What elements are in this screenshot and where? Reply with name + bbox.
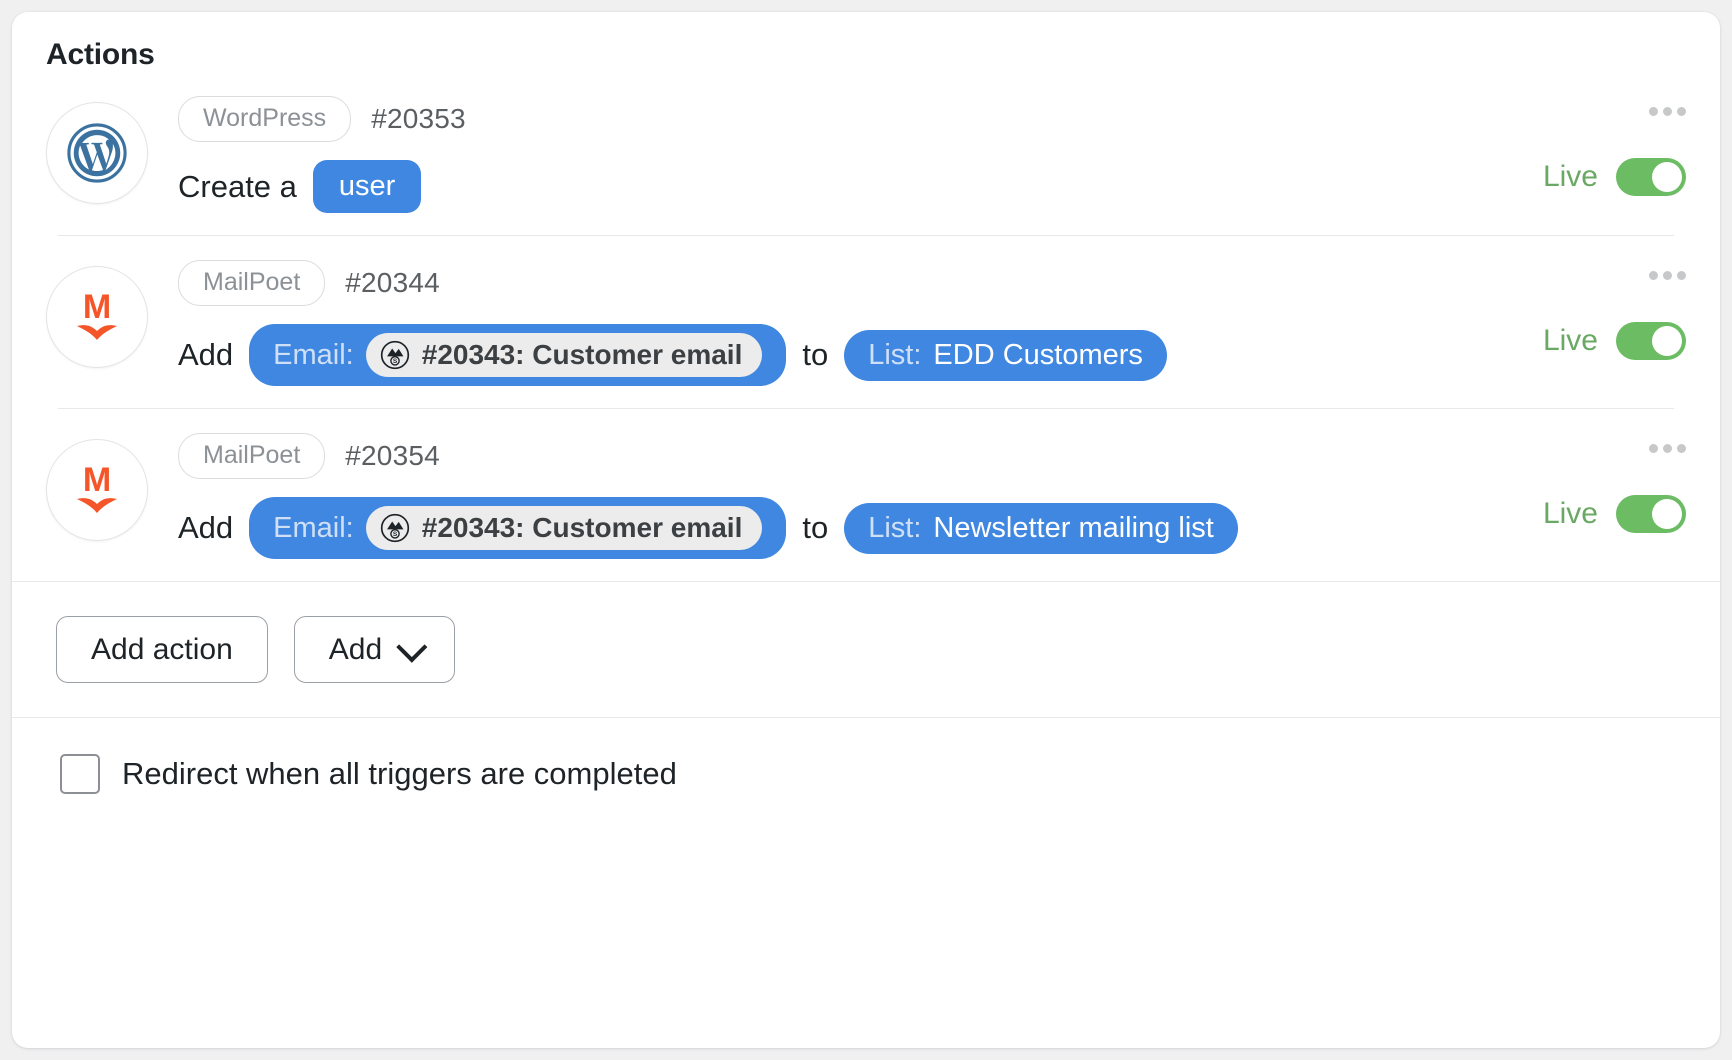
add-action-button[interactable]: Add action xyxy=(56,616,268,683)
svg-text:S: S xyxy=(393,531,398,538)
edd-icon: S xyxy=(380,340,409,370)
page-title: Actions xyxy=(46,38,155,71)
svg-text:S: S xyxy=(393,358,398,365)
action-body: MailPoet #20354 Add Email: xyxy=(178,431,1686,559)
chevron-down-icon xyxy=(396,631,428,663)
sentence-lead: Create a xyxy=(178,168,297,204)
live-toggle[interactable] xyxy=(1616,322,1686,360)
live-toggle[interactable] xyxy=(1616,158,1686,196)
app-tag[interactable]: MailPoet xyxy=(178,260,326,306)
token-email-chip[interactable]: S #20343: Customer email xyxy=(365,506,763,550)
more-options-icon[interactable] xyxy=(1649,258,1686,292)
token-user[interactable]: user xyxy=(312,160,422,213)
live-label: Live xyxy=(1542,160,1598,193)
avatar xyxy=(46,102,148,204)
toggle-knob xyxy=(1652,499,1682,529)
action-id: #20354 xyxy=(345,440,440,471)
token-list[interactable]: List: Newsletter mailing list xyxy=(844,502,1238,554)
redirect-checkbox[interactable] xyxy=(60,754,100,794)
token-list-value: EDD Customers xyxy=(933,338,1143,371)
sentence-connector: to xyxy=(802,510,829,545)
live-toggle-group: Live xyxy=(1543,495,1686,533)
add-dropdown-button[interactable]: Add xyxy=(293,616,456,683)
action-sentence: Add Email: S #20343: Customer ema xyxy=(178,324,1686,386)
toggle-knob xyxy=(1652,326,1682,356)
footer-divider-top xyxy=(12,581,1720,582)
token-email[interactable]: Email: S #20343: Customer email xyxy=(249,324,787,386)
footer-buttons: Add action Add xyxy=(12,582,1720,717)
token-email-label: Email: xyxy=(273,338,354,371)
app-tag[interactable]: MailPoet xyxy=(178,433,326,479)
edd-icon: S xyxy=(380,513,409,543)
more-options-icon[interactable] xyxy=(1649,94,1686,128)
redirect-checkbox-row[interactable]: Redirect when all triggers are completed xyxy=(12,718,1720,794)
sentence-lead: Add xyxy=(178,337,234,372)
token-list[interactable]: List: EDD Customers xyxy=(844,329,1167,381)
wordpress-icon xyxy=(67,123,127,183)
action-sentence: Add Email: S #20343: Customer ema xyxy=(178,497,1686,559)
token-email-chip[interactable]: S #20343: Customer email xyxy=(365,333,763,377)
toggle-knob xyxy=(1652,162,1682,192)
avatar: M xyxy=(46,439,148,541)
row-divider xyxy=(58,235,1674,236)
token-email-chip-text: #20343: Customer email xyxy=(421,512,743,543)
live-label: Live xyxy=(1542,497,1598,530)
action-body: MailPoet #20344 Add Email: xyxy=(178,258,1686,386)
token-email-chip-text: #20343: Customer email xyxy=(421,339,743,370)
footer-divider-bottom xyxy=(12,717,1720,718)
action-row[interactable]: M MailPoet #20354 Add Email: xyxy=(12,409,1720,581)
action-row[interactable]: WordPress #20353 Create a user Live xyxy=(12,72,1720,235)
action-row[interactable]: M MailPoet #20344 Add Email: xyxy=(12,236,1720,408)
more-options-icon[interactable] xyxy=(1649,431,1686,465)
live-toggle-group: Live xyxy=(1543,158,1686,196)
token-list-label: List: xyxy=(868,511,922,544)
sentence-connector: to xyxy=(802,337,829,372)
action-body: WordPress #20353 Create a user xyxy=(178,94,1686,213)
action-id: #20353 xyxy=(371,103,466,134)
action-meta: MailPoet #20354 xyxy=(178,431,1686,481)
token-email[interactable]: Email: S #20343: Customer email xyxy=(249,497,787,559)
actions-list: WordPress #20353 Create a user Live xyxy=(12,72,1720,581)
sentence-lead: Add xyxy=(178,510,234,545)
live-toggle[interactable] xyxy=(1616,495,1686,533)
actions-card: Actions WordPress xyxy=(12,12,1720,1048)
add-dropdown-label: Add xyxy=(328,633,383,666)
action-meta: WordPress #20353 xyxy=(178,94,1686,144)
token-list-label: List: xyxy=(868,338,922,371)
avatar: M xyxy=(46,266,148,368)
action-sentence: Create a user xyxy=(178,160,1686,213)
mailpoet-icon: M xyxy=(77,461,117,513)
token-list-value: Newsletter mailing list xyxy=(933,511,1214,544)
row-controls: Live xyxy=(1543,94,1686,200)
redirect-checkbox-label: Redirect when all triggers are completed xyxy=(122,756,677,791)
live-label: Live xyxy=(1542,324,1598,357)
row-controls: Live xyxy=(1543,431,1686,537)
svg-text:M: M xyxy=(83,288,111,326)
action-meta: MailPoet #20344 xyxy=(178,258,1686,308)
mailpoet-icon: M xyxy=(77,288,117,340)
row-divider xyxy=(58,408,1674,409)
row-controls: Live xyxy=(1543,258,1686,364)
svg-text:M: M xyxy=(83,461,111,499)
token-email-label: Email: xyxy=(273,511,354,544)
live-toggle-group: Live xyxy=(1543,322,1686,360)
action-id: #20344 xyxy=(345,267,440,298)
app-tag[interactable]: WordPress xyxy=(178,96,352,142)
